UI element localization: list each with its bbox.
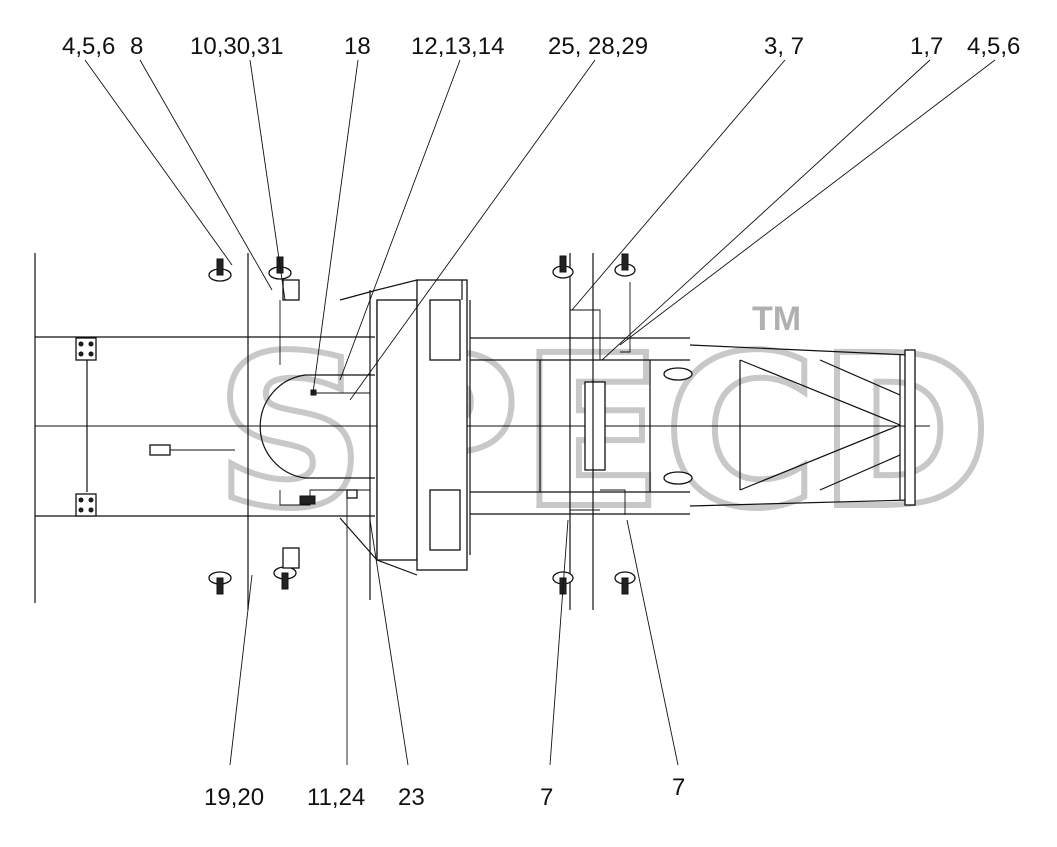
- callout-label: 12,13,14: [411, 33, 504, 60]
- reference-lines: [569, 253, 594, 610]
- callout-label: 4,5,6: [967, 33, 1020, 60]
- callout-label: 4,5,6: [62, 33, 115, 60]
- leader-lines-bottom: [229, 498, 679, 766]
- callout-label: 23: [398, 784, 425, 811]
- callout-label: 8: [130, 33, 143, 60]
- callout-label: 10,30,31: [190, 33, 283, 60]
- lamps: [208, 253, 636, 595]
- slewing-ring: [339, 279, 471, 600]
- callouts-bottom: 19,20 11,24 23 7 7: [204, 774, 685, 811]
- callout-label: 18: [344, 33, 371, 60]
- callout-label: 7: [540, 784, 553, 811]
- callouts-top: 4,5,6 8 10,30,31 18 12,13,14 25, 28,29 3…: [62, 33, 1020, 60]
- boom: [470, 337, 916, 515]
- chassis-frame: [34, 253, 930, 610]
- callout-label: 1,7: [910, 33, 943, 60]
- callout-label: 25, 28,29: [548, 33, 648, 60]
- trademark-symbol: TM: [752, 300, 801, 338]
- leader-lines-top: [84, 59, 996, 401]
- callout-label: 3, 7: [764, 33, 804, 60]
- callout-label: 11,24: [307, 784, 365, 811]
- center-support: [259, 374, 375, 479]
- callout-label: 19,20: [204, 784, 264, 811]
- callout-label: 7: [672, 774, 685, 801]
